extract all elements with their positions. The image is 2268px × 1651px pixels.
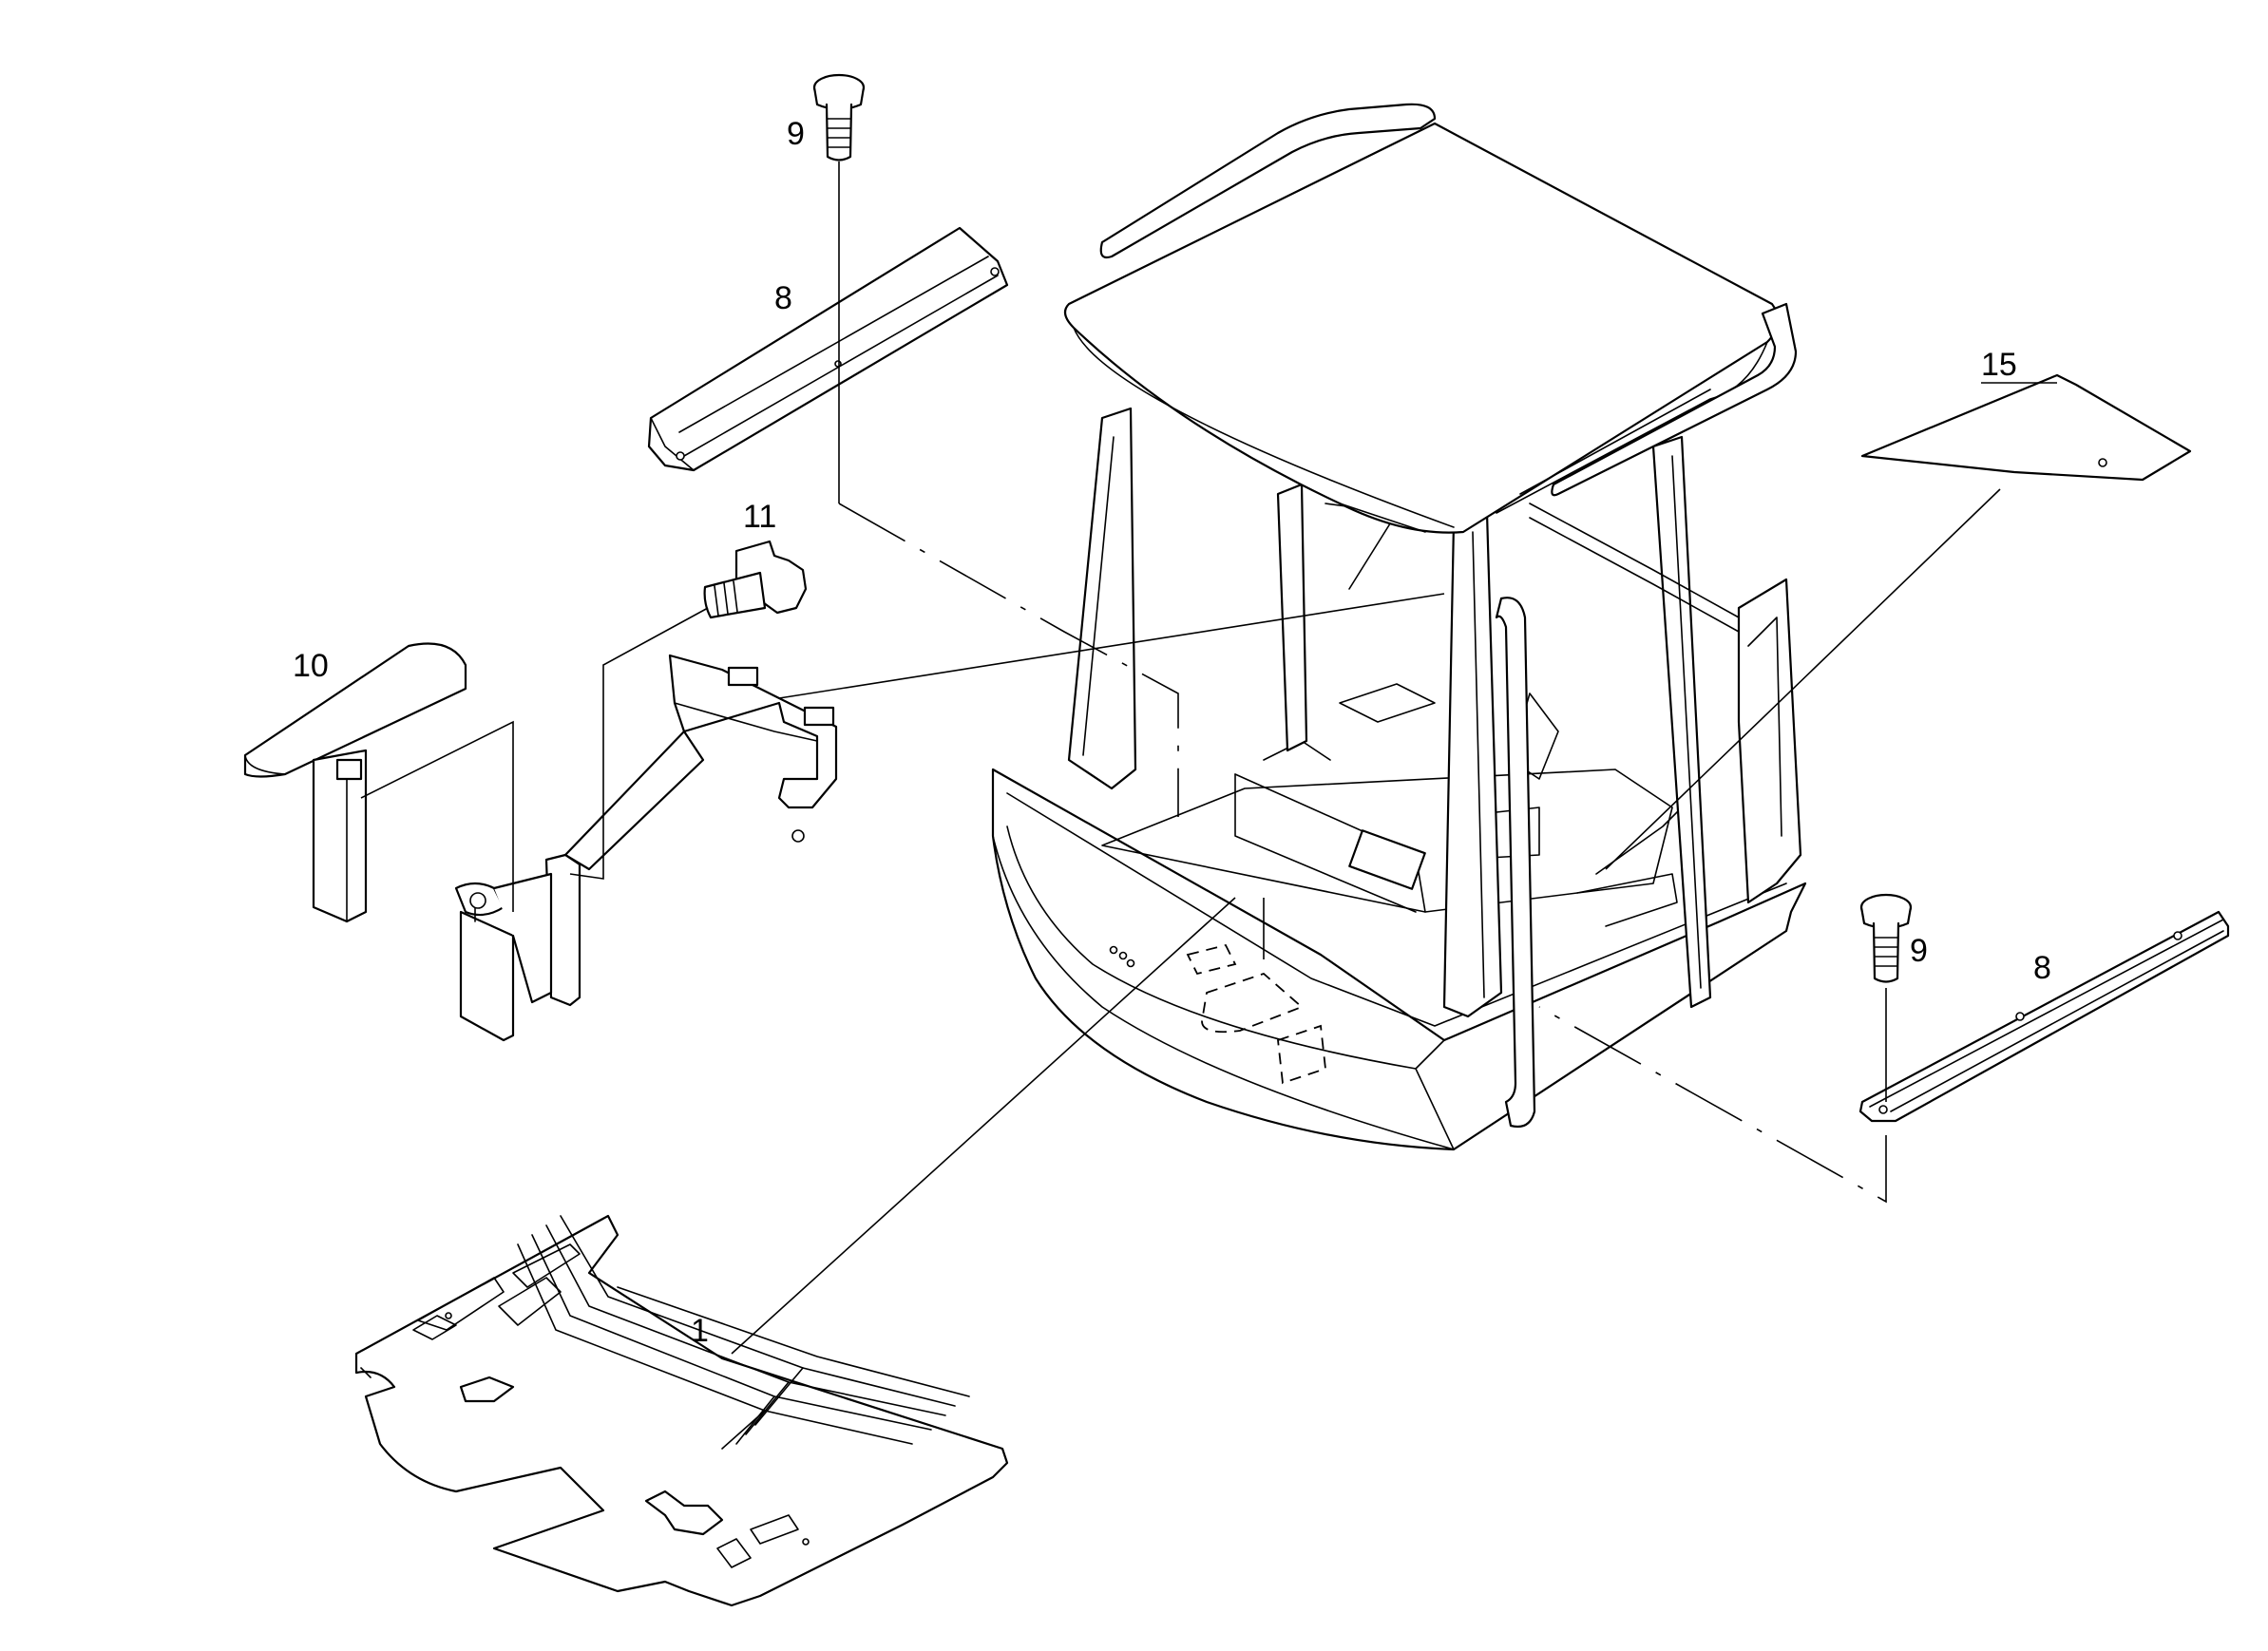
callout-15: 15 [1981, 347, 2017, 383]
armrest-10 [243, 642, 467, 923]
rail-8-top [647, 226, 1009, 472]
callout-8-top: 8 [774, 280, 792, 316]
leader-lines [360, 161, 2057, 1355]
cover-plate-15 [1860, 373, 2192, 482]
callout-9-right: 9 [1910, 933, 1928, 969]
callout-10: 10 [293, 648, 329, 684]
callout-labels: 9 8 11 10 15 9 8 1 [293, 116, 2051, 1349]
star-knob-11 [703, 540, 808, 619]
callout-8-right: 8 [2033, 950, 2051, 986]
seat-bracket-assembly [454, 654, 838, 1042]
operator-cab [991, 103, 1807, 1151]
callout-11: 11 [743, 499, 776, 535]
callout-9-top: 9 [787, 116, 805, 152]
rail-8-right [1858, 910, 2230, 1123]
bolt-9-right [1859, 893, 1913, 983]
bolt-9-top [812, 73, 866, 161]
callout-1: 1 [691, 1313, 709, 1349]
floor-mat-1 [354, 1214, 1009, 1607]
